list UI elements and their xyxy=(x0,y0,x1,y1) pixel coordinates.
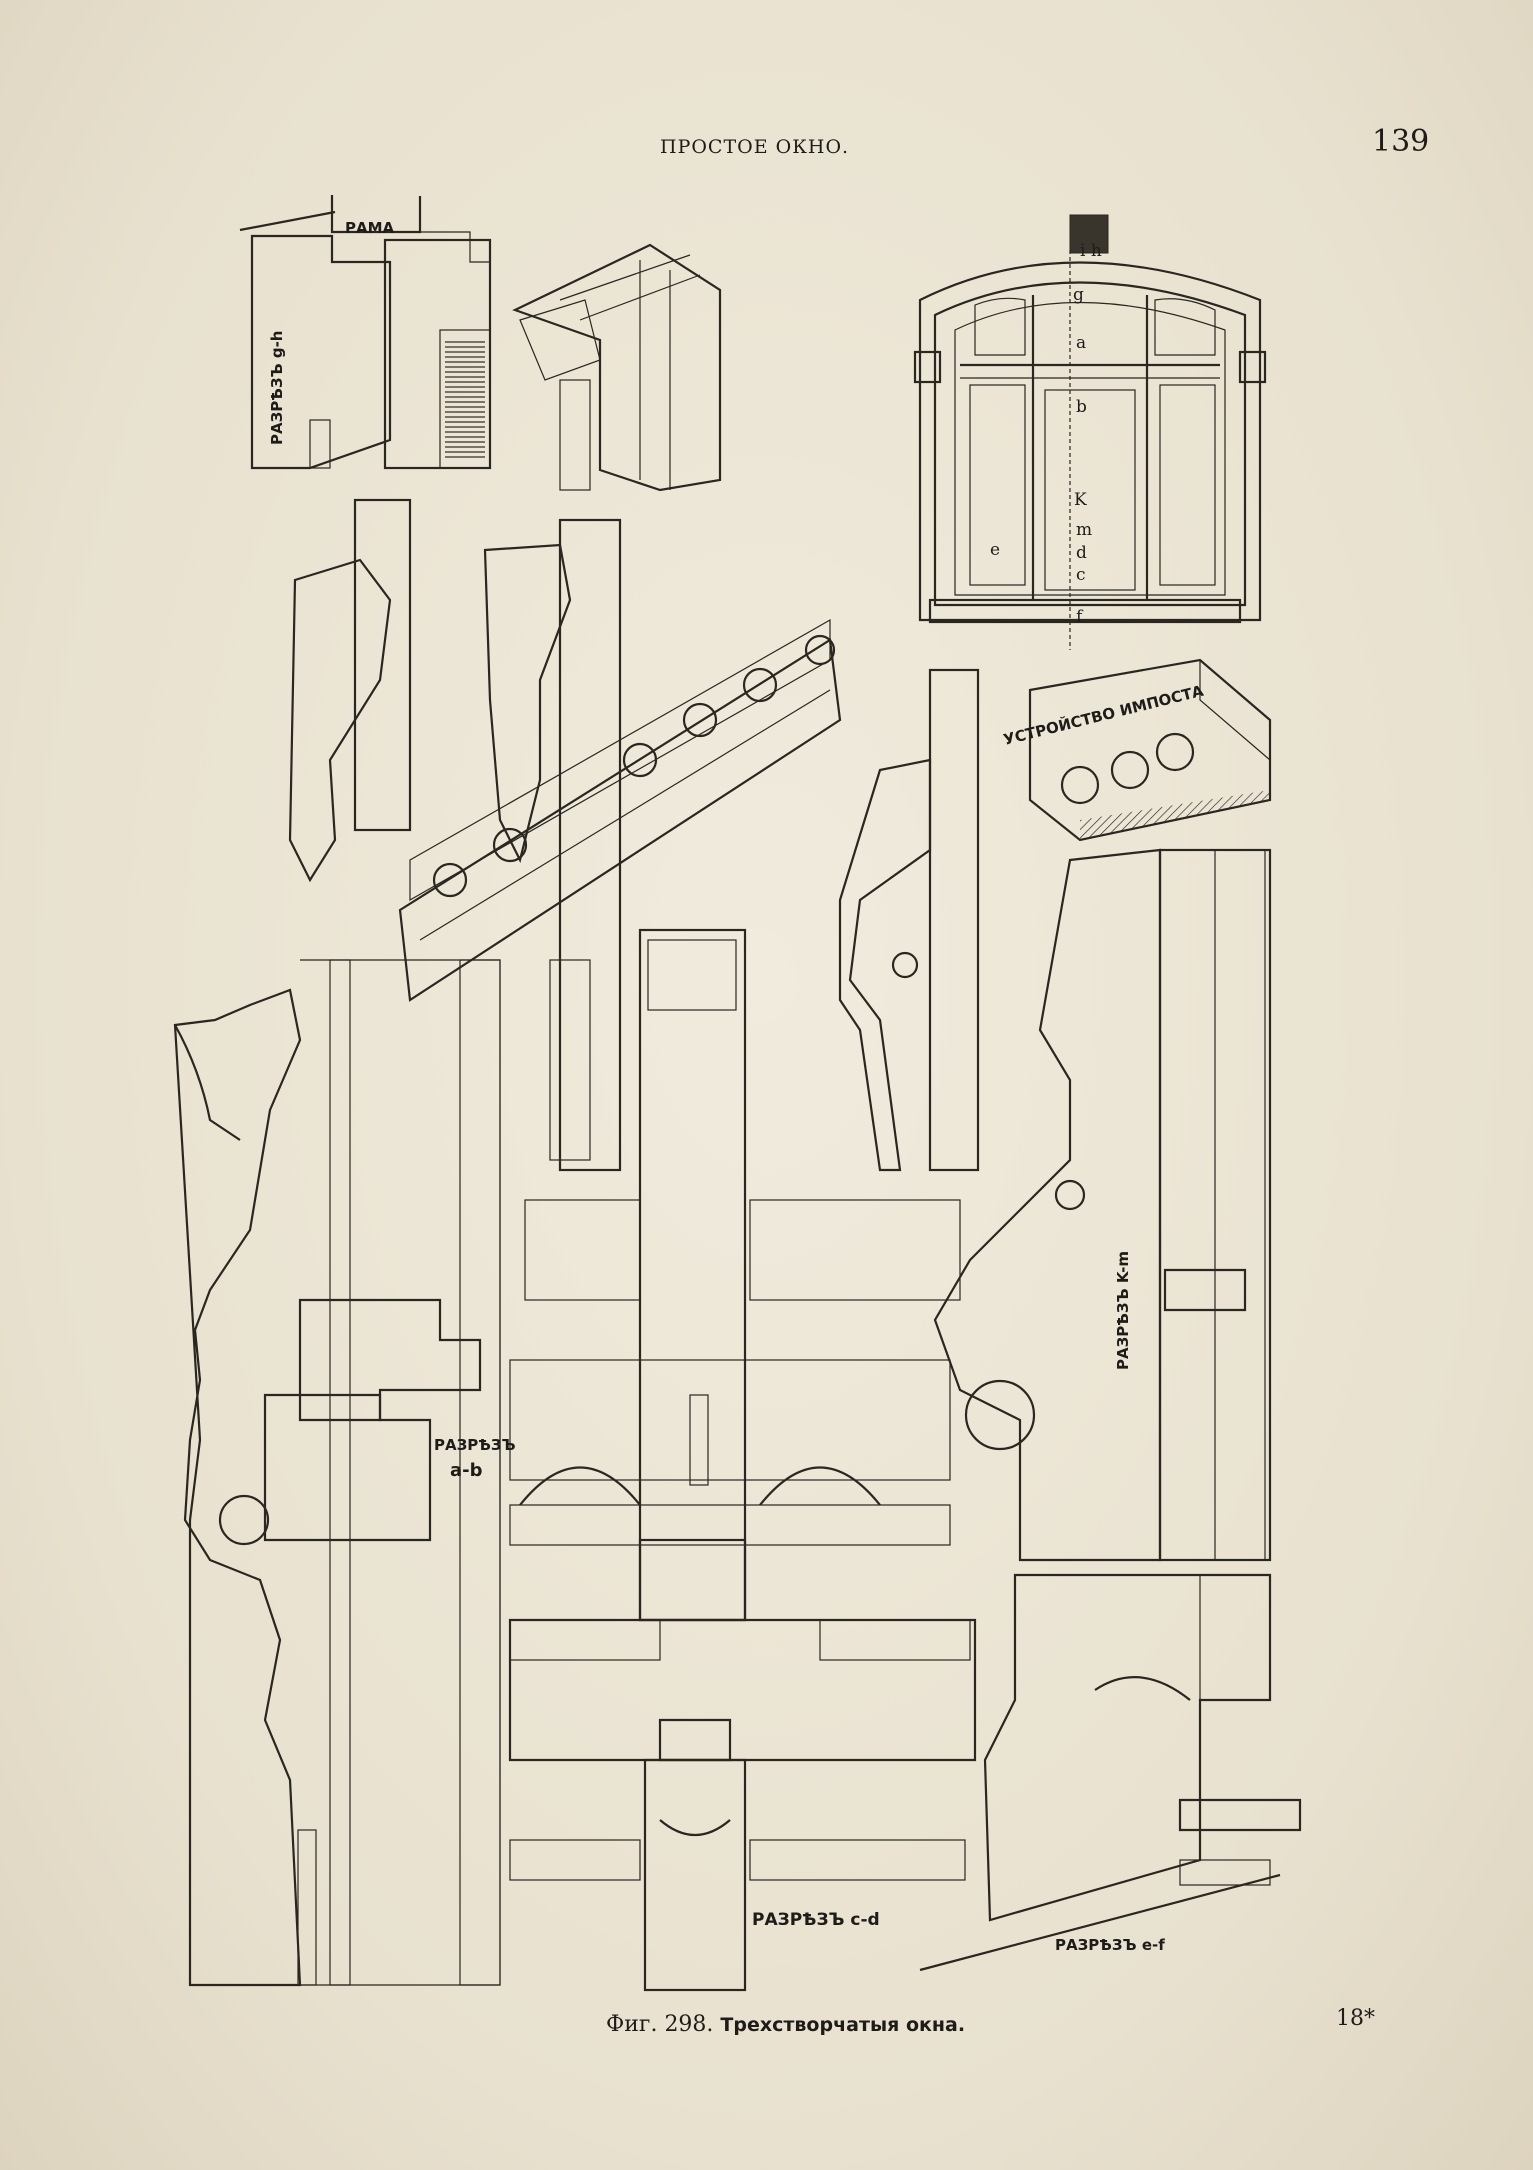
marker-f: f xyxy=(1076,607,1084,627)
section-ab-label-1: РАЗРѢЗЪ xyxy=(434,1436,516,1454)
marker-g: g xyxy=(1073,285,1084,305)
brackets-left xyxy=(288,498,622,1172)
figure-title: Трехстворчатыя окна. xyxy=(720,2014,966,2036)
bracket-right xyxy=(838,668,980,1172)
section-km-drawing xyxy=(933,848,1272,1562)
marker-ih: i h xyxy=(1080,241,1102,261)
marker-e: e xyxy=(990,540,1000,560)
section-ef-label: РАЗРѢЗЪ e-f xyxy=(1055,1936,1165,1954)
signature-mark: 18* xyxy=(1336,2006,1375,2031)
section-cd-label: РАЗРѢЗЪ c-d xyxy=(752,1910,880,1930)
impost-label: УСТРОЙСТВО ИМПОСТА xyxy=(1001,681,1205,749)
section-ab-label-2: a-b xyxy=(450,1460,483,1481)
impost-drawing xyxy=(1028,658,1272,842)
marker-k: K xyxy=(1074,490,1087,510)
rama-label: РАМА xyxy=(345,219,395,237)
marker-c: c xyxy=(1076,565,1086,585)
section-ef-drawing xyxy=(919,1573,1302,1972)
cornice-drawing xyxy=(398,618,842,1002)
lion-bracket-drawing xyxy=(173,959,501,1987)
section-cd-drawing xyxy=(508,928,977,1992)
section-km-label: РАЗРѢЗЪ K-m xyxy=(1114,1251,1132,1370)
window-markers: i h g a b K m d e c f xyxy=(990,241,1102,627)
page-number: 139 xyxy=(1372,124,1430,159)
marker-d: d xyxy=(1076,543,1087,563)
figure-number: Фиг. 298. xyxy=(606,2012,714,2037)
marker-a: a xyxy=(1076,333,1086,353)
section-gh-label: РАЗРѢЗЪ g-h xyxy=(268,331,286,445)
marker-m: m xyxy=(1076,520,1092,540)
window-elevation xyxy=(913,214,1267,650)
section-gh-drawing xyxy=(239,195,492,470)
running-header: ПРОСТОЕ ОКНО. xyxy=(660,136,850,158)
marker-b: b xyxy=(1076,397,1087,417)
figure-caption: Фиг. 298. Трехстворчатыя окна. xyxy=(606,2012,965,2037)
frame-corner-drawing xyxy=(512,243,722,492)
